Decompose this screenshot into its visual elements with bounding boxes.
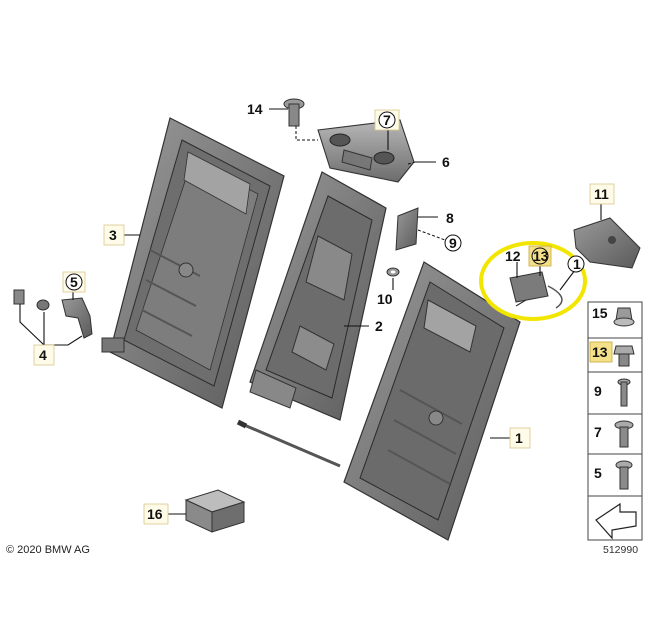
arrow-forward-icon [595, 502, 637, 540]
callout-7: 7 [383, 112, 391, 128]
legend-row-7: 7 [594, 420, 634, 448]
fastener-legend: 15 13 9 7 [587, 301, 643, 541]
callout-4: 4 [39, 347, 47, 363]
callout-13: 13 [533, 248, 549, 264]
clip-icon [613, 307, 635, 327]
callout-13-box [528, 245, 552, 267]
callout-1-box [509, 427, 531, 449]
legend-label-13: 13 [592, 344, 608, 360]
highlight-ring [479, 241, 587, 321]
callout-3: 3 [109, 227, 117, 243]
backrest-frame-center [236, 171, 387, 468]
legend-row-5: 5 [594, 460, 633, 490]
callout-5: 5 [70, 274, 78, 290]
callout-6: 6 [442, 154, 450, 170]
diagram-number: 512990 [603, 544, 638, 556]
callout-3-box [103, 224, 125, 246]
legend-row-15: 15 [592, 305, 635, 327]
legend-row-arrow [595, 502, 637, 540]
callout-2: 2 [375, 318, 383, 334]
bracket-part [395, 207, 419, 251]
callout-1: 1 [515, 430, 523, 446]
legend-row-13: 13 [589, 341, 635, 367]
callout-11-box [589, 183, 615, 205]
torx-screw-icon [614, 420, 634, 448]
box-part [184, 489, 246, 533]
lock-mechanism-part [509, 271, 563, 309]
copyright-text: © 2020 BMW AG [6, 544, 90, 556]
bolt-icon [617, 378, 631, 407]
mounting-part [573, 217, 641, 269]
hinge-bracket-part [13, 289, 93, 339]
upper-cover [317, 119, 415, 183]
legend-label-9: 9 [594, 383, 602, 399]
hex-socket-screw-icon [615, 460, 633, 490]
callout-8: 8 [446, 210, 454, 226]
plug-part [283, 98, 305, 127]
callout-9: 9 [449, 235, 457, 251]
callout-16-box [143, 503, 169, 525]
callout-11: 11 [594, 186, 609, 202]
legend-label-5: 5 [594, 465, 602, 481]
callout-1-circled: 1 [573, 256, 581, 272]
legend-label-15: 15 [592, 305, 608, 321]
hex-nut-icon [613, 345, 635, 367]
backrest-frame-left [101, 117, 285, 409]
legend-label-7: 7 [594, 424, 602, 440]
callouts: 14 7 6 8 9 11 12 13 1 10 2 3 5 4 1 16 [33, 101, 615, 525]
legend-row-9: 9 [594, 378, 631, 407]
callout-10: 10 [377, 291, 393, 307]
callout-12: 12 [505, 248, 521, 264]
callout-16: 16 [147, 506, 163, 522]
callout-4-box [33, 344, 55, 366]
washer-part [386, 267, 400, 277]
callout-14: 14 [247, 101, 263, 117]
